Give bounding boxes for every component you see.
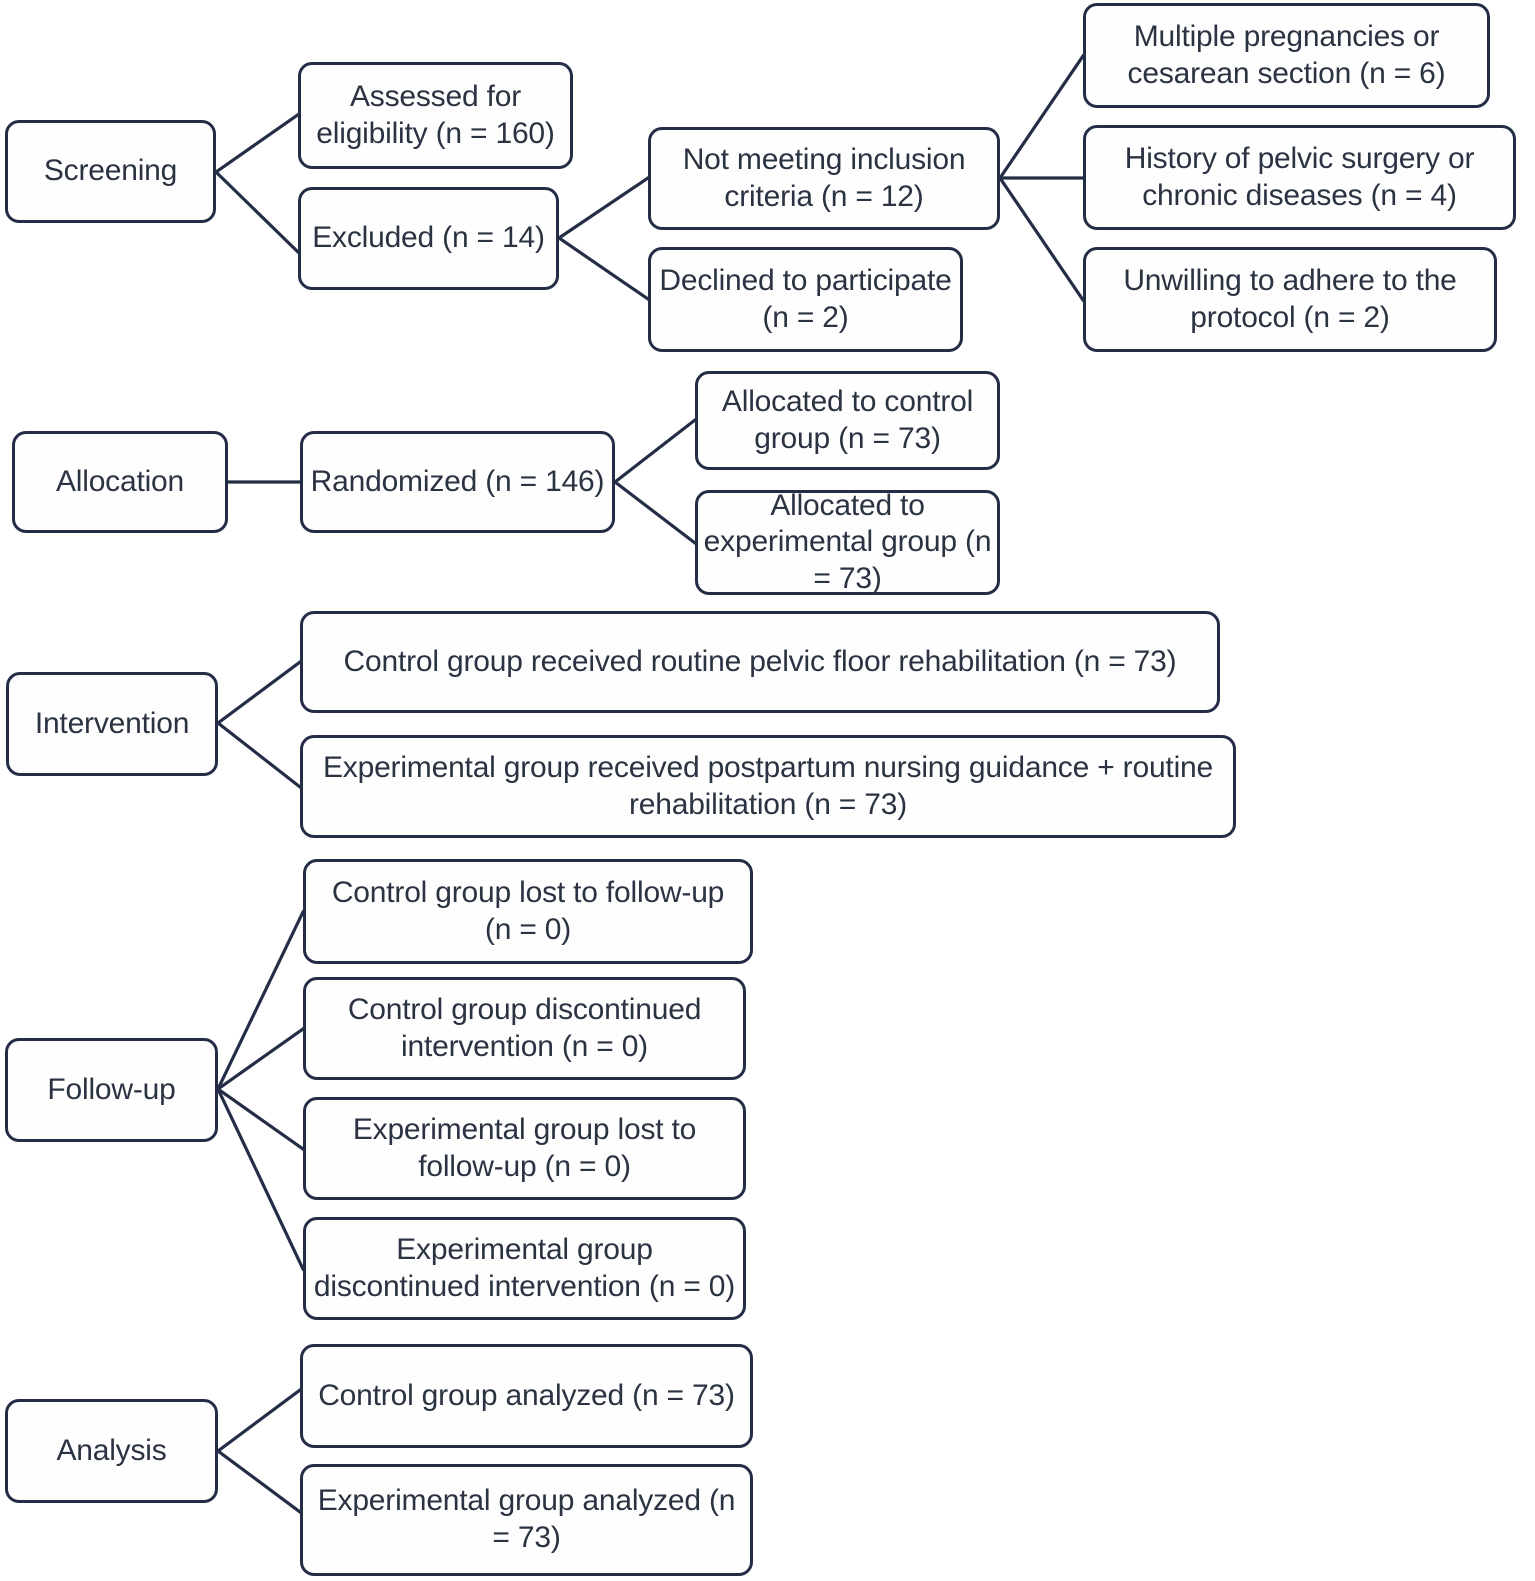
edge-excluded-to-declined <box>556 235 651 302</box>
box-reason-history-pelvic-surgery-text: History of pelvic surgery or chronic dis… <box>1124 141 1475 212</box>
edge-intervention-to-control <box>215 659 303 726</box>
box-reason-multiple-pregnancies: Multiple pregnancies or cesarean section… <box>1083 3 1490 108</box>
edge-notmeeting-to-reason3 <box>997 175 1086 303</box>
box-allocated-to-control-group: Allocated to control group (n = 73) <box>695 371 1000 470</box>
stage-label-followup: Follow-up <box>5 1038 218 1142</box>
edge-analysis-to-experimental <box>215 1448 303 1515</box>
edge-analysis-to-control <box>215 1387 303 1454</box>
box-not-meeting-inclusion-criteria: Not meeting inclusion criteria (n = 12) <box>648 127 1000 230</box>
box-not-meeting-inclusion-criteria-text: Not meeting inclusion criteria (n = 12) <box>682 142 966 213</box>
box-experimental-group-analyzed-text: Experimental group analyzed (n = 73) <box>317 1484 736 1554</box>
stage-label-analysis: Analysis <box>5 1399 218 1503</box>
box-control-group-analyzed-text: Control group analyzed (n = 73) <box>318 1378 735 1412</box>
box-allocated-to-experimental-group-text: Allocated to experimental group (n = 73) <box>703 488 992 595</box>
edge-screening-to-excluded <box>213 169 302 256</box>
box-control-group-lost-to-followup-text: Control group lost to follow-up (n = 0) <box>331 875 725 946</box>
box-allocated-to-experimental-group: Allocated to experimental group (n = 73) <box>695 488 1000 595</box>
box-intervention-control-text: Control group received routine pelvic fl… <box>343 644 1177 678</box>
edge-intervention-to-experimental <box>215 720 303 790</box>
box-intervention-control: Control group received routine pelvic fl… <box>300 611 1220 713</box>
edge-randomized-to-experimental <box>612 479 698 546</box>
edge-followup-to-control-lost <box>215 909 306 1092</box>
stage-label-screening: Screening <box>5 120 216 223</box>
box-control-group-discontinued: Control group discontinued intervention … <box>303 977 746 1080</box>
stage-label-intervention-text: Intervention <box>34 706 190 740</box>
edge-randomized-to-control <box>612 417 698 485</box>
box-excluded-text: Excluded (n = 14) <box>312 221 545 255</box>
box-randomized: Randomized (n = 146) <box>300 431 615 533</box>
box-reason-history-pelvic-surgery: History of pelvic surgery or chronic dis… <box>1083 125 1516 230</box>
edge-followup-to-experimental-discontinued <box>215 1086 306 1272</box>
stage-label-allocation: Allocation <box>12 431 228 533</box>
stage-label-analysis-text: Analysis <box>56 1433 167 1467</box>
box-reason-multiple-pregnancies-text: Multiple pregnancies or cesarean section… <box>1127 19 1446 90</box>
box-control-group-analyzed: Control group analyzed (n = 73) <box>300 1344 753 1448</box>
box-control-group-discontinued-text: Control group discontinued intervention … <box>347 992 702 1063</box>
stage-label-intervention: Intervention <box>6 672 218 776</box>
stage-label-allocation-text: Allocation <box>55 464 185 498</box>
box-experimental-group-lost-to-followup-text: Experimental group lost to follow-up (n … <box>352 1112 697 1183</box>
box-experimental-group-discontinued: Experimental group discontinued interven… <box>303 1217 746 1320</box>
box-experimental-group-lost-to-followup: Experimental group lost to follow-up (n … <box>303 1097 746 1200</box>
box-intervention-experimental-text: Experimental group received postpartum n… <box>322 750 1214 821</box>
box-control-group-lost-to-followup: Control group lost to follow-up (n = 0) <box>303 859 753 964</box>
box-randomized-text: Randomized (n = 146) <box>310 464 605 498</box>
box-declined-to-participate: Declined to participate (n = 2) <box>648 247 963 352</box>
edge-followup-to-experimental-lost <box>215 1086 306 1152</box>
box-experimental-group-analyzed: Experimental group analyzed (n = 73) <box>300 1464 753 1576</box>
box-experimental-group-discontinued-text: Experimental group discontinued interven… <box>313 1232 736 1303</box>
box-assessed-for-eligibility-text: Assessed for eligibility (n = 160) <box>316 79 555 150</box>
edge-notmeeting-to-reason1 <box>997 53 1086 181</box>
stage-label-screening-text: Screening <box>43 154 178 188</box>
box-declined-to-participate-text: Declined to participate (n = 2) <box>659 263 952 334</box>
box-allocated-to-control-group-text: Allocated to control group (n = 73) <box>721 384 974 455</box>
box-intervention-experimental: Experimental group received postpartum n… <box>300 735 1236 838</box>
edge-screening-to-assessed <box>213 111 302 175</box>
box-assessed-for-eligibility: Assessed for eligibility (n = 160) <box>298 62 573 169</box>
box-reason-unwilling-to-adhere-text: Unwilling to adhere to the protocol (n =… <box>1123 263 1457 334</box>
box-reason-unwilling-to-adhere: Unwilling to adhere to the protocol (n =… <box>1083 247 1497 352</box>
stage-label-followup-text: Follow-up <box>47 1072 176 1106</box>
box-excluded: Excluded (n = 14) <box>298 187 559 290</box>
edge-followup-to-control-discontinued <box>215 1026 306 1092</box>
edge-excluded-to-notmeeting <box>556 175 651 241</box>
